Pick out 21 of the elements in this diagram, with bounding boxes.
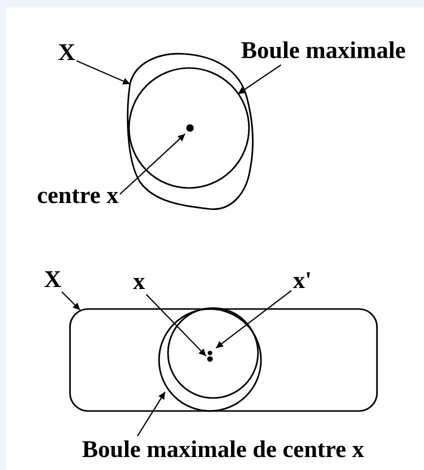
ball-circle <box>128 67 250 189</box>
centre-point <box>207 356 213 362</box>
rounded-rectangle-shape <box>69 307 378 412</box>
leader-arrow <box>136 392 166 436</box>
leader-arrow <box>146 294 206 356</box>
leader-arrow <box>119 134 186 195</box>
centre-point <box>208 350 212 356</box>
ball-circle <box>158 307 262 412</box>
leader-arrow <box>238 64 282 94</box>
callout-label: centre x <box>37 183 119 209</box>
callout-label: X <box>58 40 76 66</box>
centre-point <box>186 124 194 132</box>
callout-label: Boule maximale <box>241 38 406 64</box>
callout-label: X <box>44 267 62 293</box>
leader-arrow <box>216 290 292 348</box>
ball-circle <box>167 307 259 399</box>
callout-label: x' <box>293 268 312 294</box>
leader-arrow <box>76 60 130 85</box>
callout-label: Boule maximale de centre x <box>82 437 364 463</box>
leader-arrow <box>61 291 80 310</box>
callout-label: x <box>133 269 145 295</box>
